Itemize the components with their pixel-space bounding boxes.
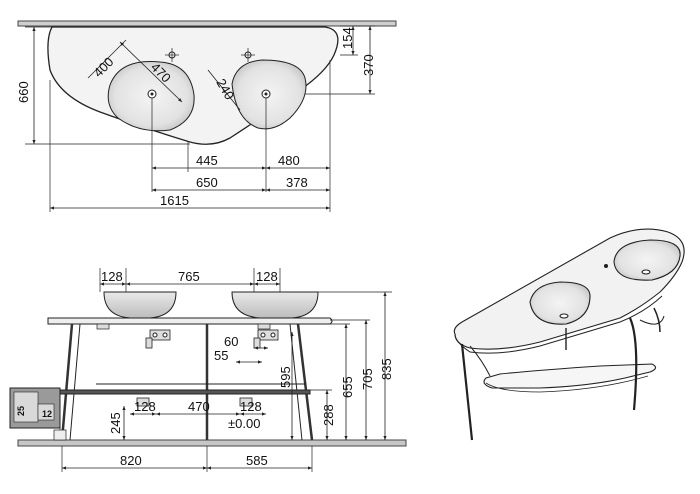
inset-dim-25: 25: [16, 406, 26, 416]
perspective-basin-left: [529, 281, 591, 325]
leg-4: [296, 323, 314, 441]
dim-705: 705: [360, 368, 375, 390]
dim-470-lower: 470: [188, 399, 210, 414]
dim-835: 835: [379, 358, 394, 380]
basin-right-front: [231, 291, 319, 319]
countertop-front: [47, 317, 333, 325]
perspective-leg-4: [653, 307, 661, 333]
dim-1615: 1615: [160, 193, 189, 208]
dim-245: 245: [108, 412, 123, 434]
dim-55: 55: [214, 348, 228, 363]
dim-128-top-right: 128: [256, 269, 278, 284]
mixer-left: [145, 329, 171, 349]
dim-820: 820: [120, 453, 142, 468]
dim-480: 480: [278, 153, 300, 168]
mixer-right: [253, 329, 279, 349]
dim-370: 370: [361, 54, 376, 76]
dim-128-lower-right: 128: [240, 399, 262, 414]
dim-288: 288: [321, 404, 336, 426]
front-view: [9, 268, 407, 472]
perspective-shelf: [483, 363, 657, 389]
top-view: [17, 20, 397, 212]
perspective-leg-1: [460, 343, 474, 441]
level-zero: ±0.00: [228, 416, 260, 431]
wall-line-top: [17, 20, 397, 27]
dim-585: 585: [246, 453, 268, 468]
dim-660: 660: [16, 81, 31, 103]
perspective-leg-2: [469, 345, 491, 377]
dim-765: 765: [178, 269, 200, 284]
dim-650: 650: [196, 175, 218, 190]
dim-60: 60: [224, 334, 238, 349]
dim-378: 378: [286, 175, 308, 190]
leg-1: [60, 323, 74, 441]
perspective-basin-right: [613, 239, 681, 281]
dim-655: 655: [340, 376, 355, 398]
inset-dim-12: 12: [42, 409, 52, 419]
dim-445: 445: [196, 153, 218, 168]
perspective-view: [453, 228, 685, 441]
leg-2: [69, 323, 81, 441]
dim-595: 595: [278, 366, 293, 388]
basin-left-front: [103, 291, 177, 319]
dim-128-top-left: 128: [101, 269, 123, 284]
dim-154: 154: [340, 27, 355, 49]
floor: [17, 439, 407, 447]
perspective-leg-3: [628, 317, 638, 411]
dim-128-lower-left: 128: [134, 399, 156, 414]
shelf: [57, 389, 311, 395]
